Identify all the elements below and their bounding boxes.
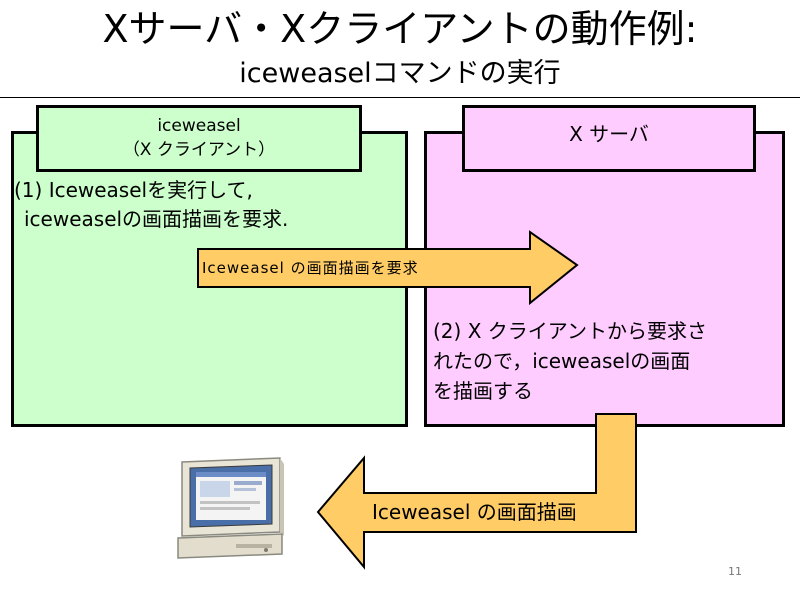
x-client-caption: （X クライアント） bbox=[122, 140, 276, 160]
step2-text: (2) X クライアントから要求さ れたので，iceweaselの画面 を描画す… bbox=[433, 316, 778, 406]
slide-title-line2: iceweaselコマンドの実行 bbox=[239, 58, 561, 89]
x-server-label-box: X サーバ bbox=[462, 105, 756, 172]
slide-title-line1: Xサーバ・Xクライアントの動作例: bbox=[102, 7, 698, 51]
x-client-label-box: iceweasel （X クライアント） bbox=[36, 105, 362, 172]
x-server-name: X サーバ bbox=[569, 122, 649, 146]
step2-line2: れたので，iceweaselの画面 bbox=[433, 349, 691, 373]
step1-text: (1) Iceweaselを実行して, iceweaselの画面描画を要求. bbox=[14, 176, 399, 234]
draw-arrow-label: Iceweasel の画面描画 bbox=[372, 500, 577, 524]
step1-line2: iceweaselの画面描画を要求. bbox=[24, 207, 289, 231]
step2-line1: (2) X クライアントから要求さ bbox=[433, 319, 707, 343]
draw-arrow bbox=[316, 413, 637, 570]
x-client-name: iceweasel bbox=[157, 116, 241, 136]
request-arrow-label: Iceweasel の画面描画を要求 bbox=[202, 259, 419, 277]
step2-line3: を描画する bbox=[433, 379, 533, 403]
step1-line1: (1) Iceweaselを実行して, bbox=[14, 178, 253, 202]
page-number: 11 bbox=[728, 565, 742, 578]
title-divider bbox=[0, 97, 800, 98]
request-arrow bbox=[197, 230, 579, 306]
computer-monitor-icon bbox=[177, 457, 284, 559]
